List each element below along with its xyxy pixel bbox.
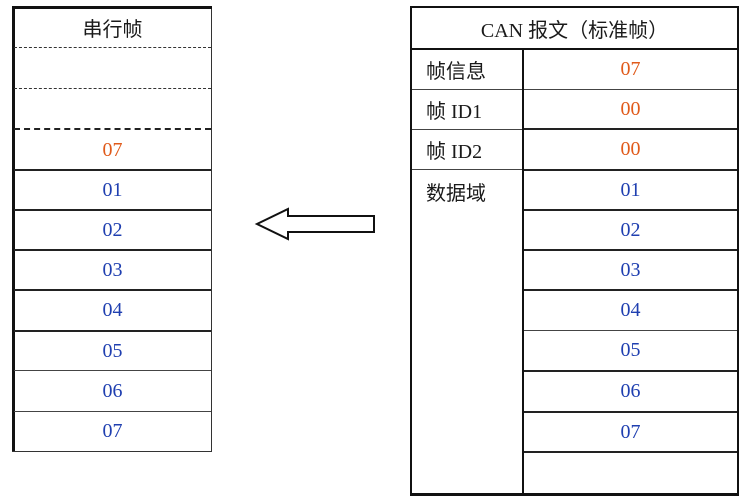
row-divider (14, 249, 211, 251)
serial-frame-right-border (211, 6, 212, 452)
row-divider (524, 289, 737, 291)
serial-byte-cell: 07 (102, 420, 123, 442)
column-divider (522, 49, 524, 494)
row-divider (524, 128, 737, 130)
can-data-byte-cell: 02 (620, 218, 641, 241)
can-frame-left-border (410, 6, 412, 496)
can-data-byte-cell: 04 (620, 299, 641, 321)
row-divider (524, 89, 737, 90)
dashed-divider (14, 128, 211, 130)
row-divider (412, 129, 522, 130)
row-divider (14, 370, 211, 371)
can-data-byte-cell: 03 (620, 258, 641, 281)
can-data-byte-cell: 07 (620, 420, 641, 443)
can-field-label-id1: 帧 ID1 (426, 101, 483, 123)
serial-frame-top-border (12, 6, 212, 9)
row-divider (412, 48, 737, 50)
can-frame-top-border (411, 6, 739, 8)
row-divider (412, 89, 522, 90)
row-divider (524, 209, 737, 211)
serial-byte-cell: 01 (102, 178, 123, 201)
serial-byte-cell: 06 (102, 379, 123, 402)
can-data-byte-cell: 01 (620, 178, 641, 201)
dashed-divider (14, 88, 211, 89)
dashed-divider (14, 47, 211, 48)
row-divider (14, 411, 211, 412)
can-field-value-frame-info: 07 (620, 58, 641, 80)
serial-byte-cell: 03 (102, 258, 123, 281)
row-divider (14, 330, 211, 332)
serial-byte-cell: 04 (102, 299, 123, 321)
row-divider (524, 249, 737, 251)
row-divider (412, 169, 522, 170)
can-field-label-id2: 帧 ID2 (426, 141, 483, 163)
can-data-byte-cell: 06 (620, 380, 641, 402)
can-frame-bottom-border (411, 493, 739, 496)
can-empty-cell (524, 453, 737, 493)
row-divider (524, 370, 737, 372)
row-divider (14, 209, 211, 211)
can-field-label-data: 数据域 (426, 183, 486, 205)
serial-byte-cell: 07 (102, 138, 123, 161)
row-divider (524, 169, 737, 171)
serial-frame-left-border (12, 6, 15, 452)
row-divider (14, 289, 211, 291)
can-field-value-id2: 00 (620, 138, 641, 160)
serial-frame-bottom-border (12, 451, 212, 452)
serial-byte-cell: 05 (102, 339, 123, 362)
serial-frame-title: 串行帧 (82, 18, 143, 41)
can-data-byte-cell: 05 (620, 339, 641, 361)
can-field-label-frame-info: 帧信息 (426, 61, 486, 83)
can-frame-title: CAN 报文（标准帧） (480, 19, 669, 42)
can-frame-right-border (737, 6, 739, 496)
serial-byte-cell: 02 (102, 218, 123, 241)
row-divider (524, 411, 737, 413)
row-divider (14, 169, 211, 171)
row-divider (524, 330, 737, 331)
can-field-value-id1: 00 (620, 97, 641, 120)
row-divider (524, 451, 737, 453)
